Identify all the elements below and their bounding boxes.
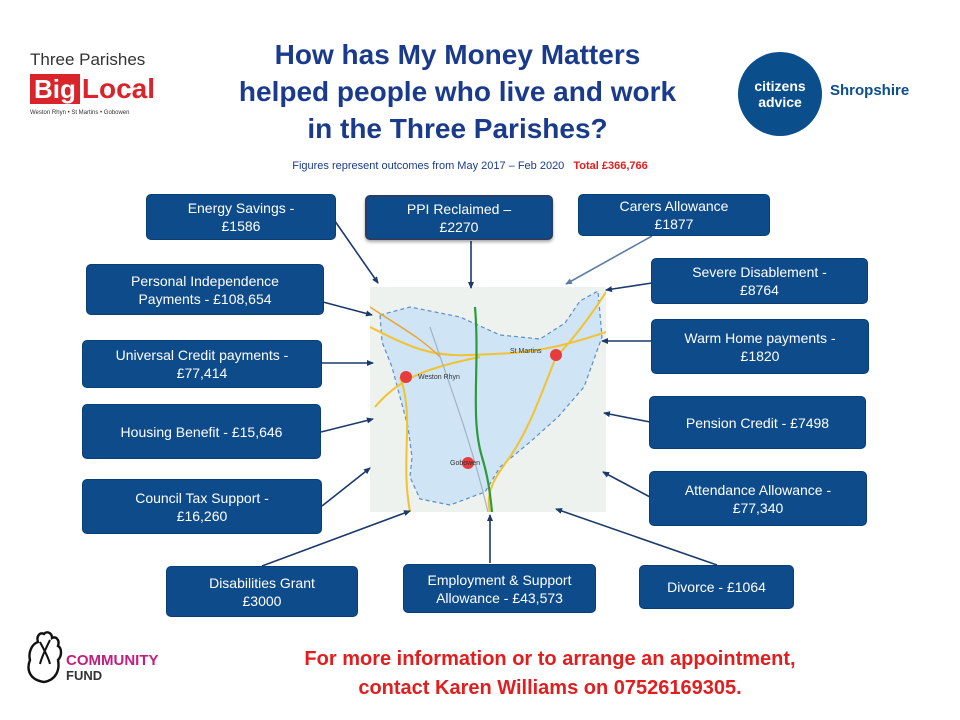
road-c (399, 376, 411, 512)
outcome-council-tax: Council Tax Support -£16,260 (82, 479, 322, 534)
outcome-divorce: Divorce - £1064 (639, 565, 794, 609)
outcome-pip-line-2: Payments - £108,654 (138, 290, 272, 307)
outcome-universal-line-1: Universal Credit payments - (115, 347, 289, 363)
outcome-energy-text: Energy Savings - £1586 (188, 199, 295, 235)
outcome-divorce-line-1: Divorce - £1064 (667, 579, 766, 595)
subtitle-text: Figures represent outcomes from May 2017… (292, 160, 565, 172)
weston-rhyn-label: Weston Rhyn (418, 374, 460, 381)
citizens-advice-circle: citizens advice (738, 52, 822, 136)
citizens-advice-logo: citizens advice Shropshire (738, 50, 928, 140)
arrow-pip (322, 301, 373, 317)
canal (473, 306, 494, 512)
outcome-universal-line-2: £77,414 (176, 365, 228, 381)
arrow-housing (320, 417, 374, 433)
big-local-logo-top: Three Parishes (30, 50, 146, 69)
outcome-universal-credit: Universal Credit payments - £77,414 (82, 340, 322, 388)
outcome-warm-line-1: Warm Home payments - (684, 329, 836, 346)
st-martins-label: St Martins (510, 348, 542, 355)
outcome-attendance-line-2: £77,340 (732, 499, 784, 516)
outcome-attendance-line-1: Attendance Allowance - (684, 481, 832, 498)
outcome-disabilities-line-1: Disabilities Grant (209, 574, 315, 591)
outcome-severe-disablement: Severe Disablement - £8764 (651, 258, 868, 304)
ca-line-2: advice (758, 94, 802, 110)
outcome-disabilities-text: Disabilities Grant£3000 (209, 574, 315, 610)
arrow-council (321, 467, 371, 507)
community-fund-line-2: FUND (66, 668, 103, 683)
railway (429, 326, 489, 512)
big-local-logo: Three Parishes Big Local Weston Rhyn • S… (30, 50, 170, 140)
ca-region: Shropshire (830, 82, 910, 99)
subtitle-total: Total £366,766 (573, 160, 648, 172)
gobowen-marker (462, 457, 474, 469)
outcome-universal-text: Universal Credit payments - £77,414 (116, 346, 289, 382)
road-b (374, 356, 481, 408)
outcome-esa-line-1: Employment & Support (427, 571, 572, 588)
outcome-energy-line-2: £1586 (221, 218, 261, 234)
contact-line-2: contact Karen Williams on 07526169305. (358, 677, 742, 699)
outcome-pip-line-1: Personal Independence (131, 272, 279, 289)
arrow-severe (605, 282, 653, 293)
title-line-3: in the Three Parishes? (307, 113, 608, 144)
st-martins-marker (550, 349, 562, 361)
subtitle: Figures represent outcomes from May 2017… (200, 160, 740, 172)
outcome-pension-line-1: Pension Credit - £7498 (685, 414, 830, 431)
arrow-carers (565, 235, 653, 285)
ca-line-1: citizens (754, 78, 806, 94)
outcome-warm-home: Warm Home payments -£1820 (651, 319, 869, 374)
big-local-logo-local: Local (81, 73, 156, 104)
outcome-severe-line-1: Severe Disablement - (692, 264, 827, 280)
arrow-pension (603, 411, 651, 423)
outcome-warm-text: Warm Home payments -£1820 (684, 329, 835, 365)
outcome-ppi-line-2: £2270 (439, 218, 479, 235)
outcome-housing-line-1: Housing Benefit - £15,646 (120, 423, 283, 440)
outcome-disabilities-line-2: £3000 (242, 592, 282, 609)
outcome-ppi-text: PPI Reclaimed –£2270 (407, 200, 511, 236)
outcome-disabilities-grant: Disabilities Grant£3000 (166, 566, 358, 617)
outcome-carers-text: Carers Allowance £1877 (620, 197, 729, 233)
gobowen-label: Gobowen (450, 460, 480, 467)
outcome-housing-text: Housing Benefit - £15,646 (121, 423, 283, 441)
contact-line-1: For more information or to arrange an ap… (304, 648, 796, 670)
outcome-severe-text: Severe Disablement - £8764 (692, 263, 827, 299)
outcome-energy-savings: Energy Savings - £1586 (146, 194, 336, 240)
outcome-council-line-1: Council Tax Support - (135, 489, 269, 506)
community-fund-logo: COMMUNITY FUND (22, 630, 182, 686)
outcome-divorce-text: Divorce - £1064 (667, 578, 766, 596)
community-fund-line-1: COMMUNITY (66, 652, 159, 669)
title-line-1: How has My Money Matters (274, 39, 641, 70)
three-parishes-map: Weston Rhyn St Martins Gobowen (370, 287, 606, 512)
outcome-ppi-line-1: PPI Reclaimed – (406, 200, 512, 217)
outcome-attendance-text: Attendance Allowance -£77,340 (685, 481, 831, 517)
crossed-fingers-icon (27, 631, 63, 684)
road-e (555, 291, 606, 358)
title-line-2: helped people who live and work (238, 76, 677, 107)
arrow-attendance (602, 471, 651, 498)
big-local-logo-big: Big (30, 74, 80, 104)
outcome-energy-line-1: Energy Savings - (187, 200, 295, 216)
road-f (370, 306, 441, 358)
big-local-logo-wordmark: Big Local (30, 74, 170, 104)
outcome-housing-benefit: Housing Benefit - £15,646 (82, 404, 321, 459)
weston-rhyn-marker (400, 371, 412, 383)
outcome-ppi-reclaimed: PPI Reclaimed –£2270 (365, 195, 553, 240)
outcome-warm-line-2: £1820 (740, 347, 780, 364)
outcome-pension-credit: Pension Credit - £7498 (649, 396, 866, 449)
outcome-carers-line-2: £1877 (654, 216, 694, 232)
outcome-carers-line-1: Carers Allowance (619, 198, 729, 214)
outcome-pension-text: Pension Credit - £7498 (686, 414, 829, 432)
outcome-carers-allowance: Carers Allowance £1877 (578, 194, 770, 236)
outcome-council-text: Council Tax Support -£16,260 (135, 489, 269, 525)
outcome-attendance-allowance: Attendance Allowance -£77,340 (649, 471, 867, 526)
road-a (370, 326, 606, 357)
page-title: How has My Money Matters helped people w… (185, 36, 730, 147)
big-local-logo-villages: Weston Rhyn • St Martins • Gobowen (30, 110, 130, 116)
outcome-esa-line-2: Allowance - £43,573 (436, 589, 563, 606)
outcome-severe-line-2: £8764 (740, 282, 779, 298)
outcome-council-line-2: £16,260 (176, 507, 228, 524)
contact-info: For more information or to arrange an ap… (225, 645, 875, 703)
